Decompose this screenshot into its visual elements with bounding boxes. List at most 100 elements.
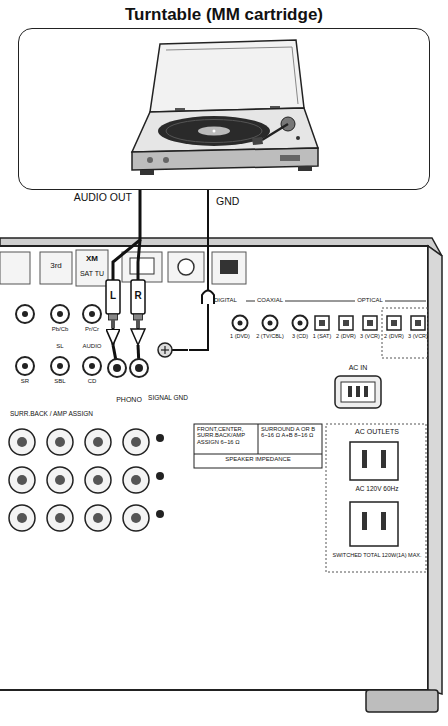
jack-label: 1 (SAT): [305, 333, 339, 339]
turntable-illustration-part: [150, 40, 304, 112]
receiver-chassis-part: [428, 246, 442, 694]
ac-inlet-part: [356, 386, 360, 397]
top-row-connectors-part: [76, 250, 108, 286]
speaker-terminals-part: [123, 505, 149, 531]
speaker-terminals-part: [17, 437, 27, 447]
rca-plugs-part: [109, 314, 118, 320]
jack-label: 1 (DVD): [223, 333, 257, 339]
speaker-impedance-panel: [194, 424, 322, 468]
outlet-label: AC OUTLETS: [330, 428, 424, 436]
digital-inputs-part: [343, 320, 349, 326]
top-row-connectors-part: [212, 252, 246, 284]
analog-jacks-part: [51, 305, 69, 323]
connector-label: SAT TU: [76, 270, 108, 278]
speaker-terminals-part: [55, 475, 65, 485]
analog-jacks-part: [22, 363, 28, 369]
section-label: OPTICAL: [350, 297, 390, 304]
speaker-terminals-part: [123, 429, 149, 455]
turntable-illustration-part: [280, 155, 300, 161]
turntable-illustration-part: [166, 47, 298, 104]
ac-inlet-part: [335, 376, 381, 408]
rca-plugs: [106, 280, 145, 328]
speaker-terminals-part: [156, 472, 164, 480]
receiver-chassis-part: [366, 690, 438, 712]
cable-label: AUDIO OUT: [66, 192, 132, 204]
rca-plugs-part: [106, 280, 120, 314]
outlet-label: SWITCHED TOTAL 120W(1A) MAX.: [330, 552, 424, 558]
ac-outlets: [326, 424, 426, 572]
top-row-connectors-part: [168, 252, 204, 282]
connector-label: 3rd: [40, 262, 72, 271]
digital-inputs-part: [315, 316, 329, 330]
outlet-label: AC 120V 60Hz: [330, 485, 424, 492]
turntable-illustration-part: [163, 157, 169, 163]
receiver-chassis: [0, 238, 442, 712]
turntable-frame: [18, 28, 430, 190]
cable-label: GND: [216, 196, 256, 208]
jack-label: SR: [12, 378, 38, 385]
top-row-connectors-part: [220, 260, 238, 274]
ac-outlets-part: [350, 502, 398, 546]
speaker-terminals-part: [47, 467, 73, 493]
ac-outlets-part: [326, 424, 426, 572]
speaker-terminals-part: [9, 429, 35, 455]
jack-label: 2 (DVR): [329, 333, 363, 339]
right-channel-cord: [131, 240, 145, 345]
speaker-terminals-part: [17, 475, 27, 485]
analog-jacks-part: [51, 357, 69, 375]
jack-label: Pb/Cb: [45, 326, 75, 333]
jack-label: 3 (CD): [283, 333, 317, 339]
jack-label: 2 (TV/CBL): [253, 333, 287, 339]
label-patch: OPTICAL: [355, 297, 385, 303]
digital-inputs-part: [233, 316, 248, 331]
impedance-note: FRONT,CENTER, SURR.BACK/AMP ASSIGN 6~16 …: [197, 426, 257, 445]
jack-label: SL: [50, 343, 70, 350]
digital-inputs-part: [391, 320, 397, 326]
connector-label: AC IN: [338, 364, 378, 372]
speaker-terminals-part: [93, 513, 103, 523]
analog-jacks-part: [16, 357, 34, 375]
ac-outlets-part: [362, 512, 367, 530]
spade-lug: [202, 291, 214, 305]
digital-inputs-part: [319, 320, 325, 326]
digital-inputs-part: [411, 316, 425, 330]
speaker-impedance-panel-part: [194, 424, 322, 468]
speaker-terminals-part: [156, 434, 164, 442]
impedance-heading: SPEAKER IMPEDANCE: [196, 456, 320, 463]
turntable-illustration-part: [262, 124, 288, 140]
speaker-terminals-part: [131, 513, 141, 523]
ac-outlets-part: [362, 450, 367, 468]
ac-outlets-part: [381, 512, 386, 530]
label-patch: L: [108, 290, 118, 301]
analog-jacks-part: [57, 311, 63, 317]
jack-label: 3 (VCR): [353, 333, 387, 339]
phono-jacks-part: [130, 359, 148, 377]
ground-screw-part: [164, 346, 165, 354]
analog-jacks-part: [83, 357, 101, 375]
speaker-terminals-part: [85, 429, 111, 455]
turntable-box: Turntable (MM cartridge): [18, 4, 430, 190]
rca-plugs-part: [111, 320, 115, 328]
digital-inputs-part: [263, 316, 278, 331]
digital-inputs-part: [363, 316, 377, 330]
speaker-terminals-part: [123, 467, 149, 493]
speaker-terminals-part: [55, 513, 65, 523]
speaker-terminals: [9, 429, 164, 531]
ac-outlets-part: [350, 442, 398, 480]
node-label: SIGNAL GND: [147, 394, 189, 401]
turntable-illustration-part: [158, 116, 270, 146]
ac-inlet-part: [341, 382, 375, 402]
analog-jacks-part: [83, 305, 101, 323]
ac-inlet-part: [348, 386, 352, 397]
connector-label: XM: [76, 255, 108, 264]
turntable-illustration-part: [147, 157, 153, 163]
signal-gnd-terminal: SIGNAL GND: [147, 338, 189, 402]
ground-screw-part: [158, 343, 172, 357]
speaker-terminals-part: [93, 437, 103, 447]
turntable-illustration-part: [298, 166, 312, 171]
phono-jacks-part: [135, 364, 143, 372]
digital-inputs-part: [238, 321, 243, 326]
